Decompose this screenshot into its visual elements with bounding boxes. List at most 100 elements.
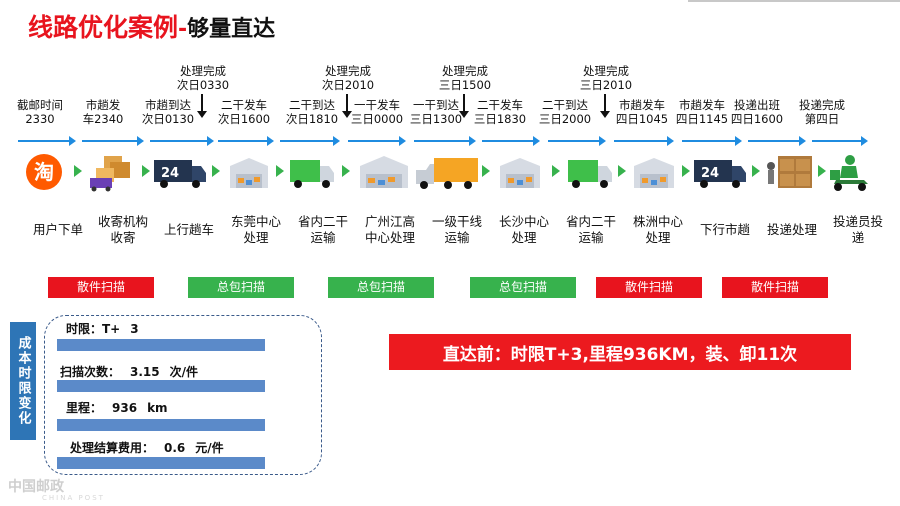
scan-badge: 散件扫描 (596, 277, 702, 298)
flow-arrow (342, 165, 350, 177)
timeline-segment (348, 136, 406, 146)
scan-count-unit: 次/件 (169, 365, 199, 379)
event-text: 2330 (25, 112, 55, 126)
step-label: 收寄 (110, 230, 136, 245)
event-text: 四日1045 (615, 112, 669, 126)
timeline-segment (150, 136, 214, 146)
title-main: 线路优化案例 (28, 13, 179, 42)
event-text: 车2340 (82, 112, 124, 126)
timeline-segment (82, 136, 144, 146)
page-title: 线路优化案例-够量直达 (28, 8, 275, 44)
event-text: 第四日 (804, 112, 840, 126)
distance-unit: km (147, 401, 168, 415)
flow-arrow (682, 165, 690, 177)
step-label: 运输 (578, 230, 604, 245)
event-text: 次日1600 (217, 112, 271, 126)
event-text: 二干到达 (542, 98, 588, 112)
scan-badge: 散件扫描 (48, 277, 154, 298)
flow-arrow (74, 165, 82, 177)
event-text: 四日1145 (675, 112, 729, 126)
process-step: 上行趟车 (147, 194, 223, 266)
timeline-event: 投递出班四日1600 (717, 98, 797, 126)
process-step: 用户下单 (17, 194, 91, 266)
event-text: 市趟发车 (679, 98, 725, 112)
process-step: 收寄机构收寄 (82, 194, 156, 266)
distance-bar (57, 419, 265, 431)
step-label: 递 (851, 230, 865, 245)
process-step: 东莞中心处理 (214, 194, 290, 266)
flow-arrow (142, 165, 150, 177)
down-arrow-icon (459, 94, 469, 118)
van-label: 24 (701, 166, 719, 181)
step-label: 用户下单 (32, 222, 83, 237)
step-label: 投递处理 (766, 222, 817, 237)
process-step: 省内二干运输 (549, 194, 625, 266)
step-label: 广州江高 (364, 214, 415, 229)
event-above-label: 处理完成三日2010 (566, 64, 646, 92)
step-label: 下行市趟 (699, 222, 750, 237)
process-step: 省内二干运输 (281, 194, 357, 266)
flow-arrow (618, 165, 626, 177)
event-text: 市趟到达 (145, 98, 191, 112)
sorting-center-icon (356, 152, 412, 192)
scan-badge: 总包扫描 (470, 277, 576, 298)
event-text: 一干发车 (354, 98, 400, 112)
step-label: 东莞中心 (230, 214, 281, 229)
event-text: 截邮时间 (17, 98, 63, 112)
taobao-icon-label: 淘 (34, 160, 54, 184)
delivery-scooter-icon (828, 152, 872, 192)
truck-icon (566, 152, 614, 192)
event-text: 二干到达 (289, 98, 335, 112)
settlement-unit: 元/件 (195, 441, 224, 455)
title-sub: -够量直达 (178, 17, 275, 42)
flow-arrow (276, 165, 284, 177)
event-text: 市趟发车 (619, 98, 665, 112)
title-sub-text: 够量直达 (187, 17, 276, 42)
scan-badge: 总包扫描 (328, 277, 434, 298)
step-label: 省内二干 (565, 214, 616, 229)
container-truck-icon (414, 152, 480, 192)
van-24-icon: 24 (692, 152, 748, 192)
process-step: 长沙中心处理 (482, 194, 558, 266)
step-label: 省内二干 (297, 214, 348, 229)
event-text: 处理完成 (180, 64, 226, 78)
timeline-segment (812, 136, 868, 146)
event-above-label: 处理完成次日2010 (308, 64, 388, 92)
event-text: 处理完成 (325, 64, 371, 78)
flow-arrow (752, 165, 760, 177)
timeline-segment (548, 136, 606, 146)
step-label: 一级干线 (431, 214, 482, 229)
event-text: 三日1300 (409, 112, 463, 126)
scan-count-label: 扫描次数： (60, 365, 121, 379)
scan-count-bar (57, 380, 265, 392)
event-text: 次日1810 (285, 112, 339, 126)
event-text: 投递完成 (799, 98, 845, 112)
step-label: 株洲中心 (632, 214, 683, 229)
timeline-event: 市趟发车2340 (63, 98, 143, 126)
process-step: 投递处理 (750, 194, 826, 266)
timeline-event: 市趟发车四日1045 (602, 98, 682, 126)
timeline-event: 市趟到达次日0130 (128, 98, 208, 126)
timeline-segment (218, 136, 274, 146)
event-text: 投递出班 (734, 98, 780, 112)
step-label: 上行趟车 (163, 222, 214, 237)
timeline-event: 二干到达三日2000 (525, 98, 605, 126)
event-text: 四日1600 (730, 112, 784, 126)
event-text: 次日0330 (176, 78, 230, 92)
process-step: 株洲中心处理 (616, 194, 692, 266)
event-text: 次日0130 (141, 112, 195, 126)
van-label: 24 (161, 166, 179, 181)
down-arrow-icon (600, 94, 610, 118)
event-text: 市趟发 (85, 98, 121, 112)
event-text: 三日2010 (579, 78, 633, 92)
event-above-label: 处理完成三日1500 (425, 64, 505, 92)
distance-value: 936 (112, 401, 138, 415)
sorting-center-icon (226, 152, 272, 192)
down-arrow-icon (342, 94, 352, 118)
process-step: 一级干线运输 (415, 194, 491, 266)
timeline-segment (614, 136, 674, 146)
settlement-value: 0.6 (164, 441, 186, 455)
timeline-segment (482, 136, 540, 146)
